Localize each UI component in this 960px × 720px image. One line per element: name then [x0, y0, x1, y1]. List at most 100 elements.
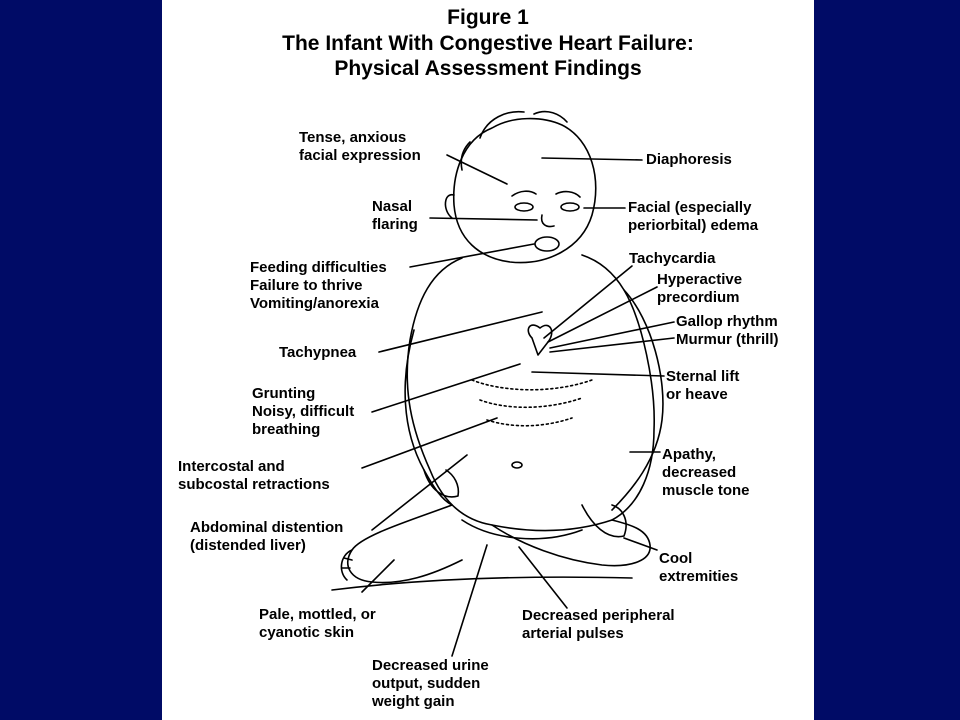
leader-cool: [623, 537, 658, 551]
label-pale-skin: Pale, mottled, or cyanotic skin: [259, 606, 376, 642]
infant-torso-outline: [406, 254, 655, 532]
label-pale-line1: Pale, mottled, or: [259, 606, 376, 623]
leader-urine: [451, 544, 488, 657]
leader-tachypnea: [378, 311, 543, 353]
label-hyperactive-line1: Hyperactive: [657, 271, 743, 288]
label-sternal-line1: Sternal lift: [666, 368, 740, 385]
label-urine-line1: Decreased urine: [372, 657, 489, 674]
leader-nasal: [429, 217, 538, 221]
figure-number: Figure 1: [447, 6, 529, 29]
label-gallop-line1: Gallop rhythm: [676, 313, 778, 330]
label-sternal-lift: Sternal lift or heave: [666, 368, 739, 404]
infant-head-outline: [452, 117, 597, 264]
label-sternal-line2: or heave: [666, 386, 728, 403]
infant-brow-left: [511, 190, 537, 197]
label-nasal-line1: Nasal: [372, 198, 413, 215]
label-nasal-line2: flaring: [372, 216, 418, 233]
leader-abdominal: [371, 454, 468, 531]
infant-right-leg: [491, 519, 651, 567]
label-tachycardia-line1: Tachycardia: [629, 250, 716, 267]
infant-diaper: [461, 519, 583, 540]
label-feeding-difficulties: Feeding difficulties Failure to thrive V…: [250, 259, 387, 313]
infant-navel: [511, 461, 523, 469]
infant-left-foot: [340, 549, 353, 581]
infant-illustration: [331, 110, 675, 657]
label-facial-edema-line1: Facial (especially: [628, 199, 752, 216]
label-facial-edema-line2: periorbital) edema: [628, 217, 759, 234]
infant-hair: [460, 110, 568, 171]
label-pale-line2: cyanotic skin: [259, 624, 355, 641]
figure-panel: Figure 1 The Infant With Congestive Hear…: [162, 0, 814, 720]
label-abdominal-line1: Abdominal distention: [190, 519, 344, 536]
leader-murmur: [549, 337, 675, 353]
label-diaphoresis: Diaphoresis: [646, 151, 732, 169]
infant-left-hand: [423, 469, 460, 498]
label-feeding-line1: Feeding difficulties: [250, 259, 387, 276]
infant-mouth: [534, 236, 560, 252]
leader-tense: [446, 154, 508, 185]
label-diaphoresis-line1: Diaphoresis: [646, 151, 732, 168]
label-grunting: Grunting Noisy, difficult breathing: [252, 385, 354, 439]
label-feeding-line3: Vomiting/anorexia: [250, 295, 379, 312]
leader-intercostal: [361, 417, 498, 469]
leader-diaphoresis: [541, 157, 643, 161]
label-intercostal-line2: subcostal retractions: [178, 476, 330, 493]
label-urine-line3: weight gain: [372, 693, 455, 710]
leader-feeding: [409, 243, 535, 268]
infant-ear: [444, 194, 455, 219]
label-facial-edema: Facial (especially periorbital) edema: [628, 199, 758, 235]
label-apathy-line1: Apathy,: [662, 446, 716, 463]
label-grunting-line2: Noisy, difficult: [252, 403, 355, 420]
label-apathy-line2: decreased: [662, 464, 737, 481]
label-cool-line1: Cool: [659, 550, 693, 567]
label-apathy-line3: muscle tone: [662, 482, 750, 499]
label-abdominal-distention: Abdominal distention (distended liver): [190, 519, 343, 555]
infant-heart: [527, 324, 553, 356]
label-gallop-murmur: Gallop rhythm Murmur (thrill): [676, 313, 779, 349]
infant-eye-right: [560, 202, 580, 212]
label-decreased-pulses: Decreased peripheral arterial pulses: [522, 607, 675, 643]
label-grunting-line1: Grunting: [252, 385, 316, 402]
label-pulses-line2: arterial pulses: [522, 625, 624, 642]
label-tense-line2: facial expression: [299, 147, 421, 164]
leader-pale: [361, 559, 395, 593]
label-abdominal-line2: (distended liver): [190, 537, 306, 554]
figure-title-line1: The Infant With Congestive Heart Failure…: [282, 32, 694, 55]
label-intercostal-retractions: Intercostal and subcostal retractions: [178, 458, 330, 494]
infant-ground: [331, 576, 633, 591]
label-tense-facial-expression: Tense, anxious facial expression: [299, 129, 421, 165]
label-urine-line2: output, sudden: [372, 675, 481, 692]
infant-right-hand: [581, 504, 627, 538]
leader-grunting: [371, 363, 521, 413]
leader-gallop: [549, 321, 675, 349]
infant-brow-right: [555, 190, 581, 198]
label-tachypnea: Tachypnea: [279, 344, 356, 362]
leader-sternal: [531, 371, 665, 377]
label-tachypnea-line1: Tachypnea: [279, 344, 357, 361]
label-decreased-urine: Decreased urine output, sudden weight ga…: [372, 657, 489, 711]
infant-left-arm: [404, 329, 453, 506]
label-nasal-flaring: Nasal flaring: [372, 198, 418, 234]
infant-right-arm: [611, 289, 664, 511]
leader-hyperactive: [547, 286, 658, 343]
label-grunting-line3: breathing: [252, 421, 321, 438]
label-hyperactive-line2: precordium: [657, 289, 740, 306]
label-feeding-line2: Failure to thrive: [250, 277, 363, 294]
infant-eye-left: [514, 202, 534, 212]
label-intercostal-line1: Intercostal and: [178, 458, 285, 475]
infant-left-leg: [347, 504, 463, 584]
label-cool-line2: extremities: [659, 568, 739, 585]
label-gallop-line2: Murmur (thrill): [676, 331, 779, 348]
infant-rib-outline: [471, 379, 593, 427]
leader-pulses: [518, 546, 568, 609]
label-hyperactive-precordium: Hyperactive precordium: [657, 271, 742, 307]
label-pulses-line1: Decreased peripheral: [522, 607, 675, 624]
label-cool-extremities: Cool extremities: [659, 550, 738, 586]
leader-tachycardia: [543, 265, 633, 339]
label-tachycardia: Tachycardia: [629, 250, 715, 268]
label-apathy: Apathy, decreased muscle tone: [662, 446, 750, 500]
label-tense-line1: Tense, anxious: [299, 129, 407, 146]
infant-nose: [540, 214, 555, 228]
figure-title-line2: Physical Assessment Findings: [334, 57, 642, 80]
